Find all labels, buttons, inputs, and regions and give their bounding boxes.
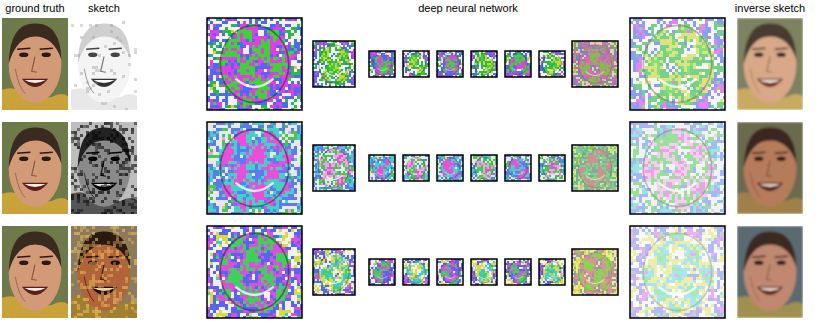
image-tile xyxy=(71,226,137,318)
image-tile xyxy=(505,259,531,285)
tile-border xyxy=(313,41,355,87)
image-tile xyxy=(313,145,355,191)
image-tile xyxy=(572,145,618,191)
tile-border xyxy=(313,145,355,191)
image-tile xyxy=(630,226,725,318)
tile-border xyxy=(207,122,302,214)
image-tile xyxy=(403,259,429,285)
image-tile xyxy=(437,51,463,77)
tile-border xyxy=(505,259,531,285)
image-tile xyxy=(403,51,429,77)
tile-border xyxy=(630,122,725,214)
column-header: sketch xyxy=(88,2,120,14)
image-tile xyxy=(2,18,68,110)
image-tile xyxy=(369,259,395,285)
tile-border xyxy=(572,145,618,191)
image-tile xyxy=(369,155,395,181)
tile-border xyxy=(505,51,531,77)
image-tile xyxy=(207,226,302,318)
image-tile xyxy=(369,51,395,77)
image-tile xyxy=(539,259,565,285)
image-tile xyxy=(403,155,429,181)
image-tile xyxy=(437,155,463,181)
image-tile xyxy=(437,259,463,285)
image-tile xyxy=(313,249,355,295)
tile-border xyxy=(313,249,355,295)
image-tile xyxy=(630,122,725,214)
column-header: deep neural network xyxy=(418,2,518,14)
image-tile xyxy=(471,51,497,77)
tile-border xyxy=(437,259,463,285)
tile-border xyxy=(207,18,302,110)
image-tile xyxy=(572,249,618,295)
tile-border xyxy=(471,155,497,181)
image-tile xyxy=(737,18,803,110)
tile-border xyxy=(369,155,395,181)
tile-border xyxy=(471,51,497,77)
image-tile xyxy=(71,18,137,110)
tile-border xyxy=(437,51,463,77)
tile-border xyxy=(539,155,565,181)
tile-border xyxy=(403,259,429,285)
image-tile xyxy=(207,122,302,214)
image-tile xyxy=(737,226,803,318)
tile-border xyxy=(630,226,725,318)
image-tile xyxy=(572,41,618,87)
tile-border xyxy=(369,51,395,77)
image-tile xyxy=(505,155,531,181)
image-tile xyxy=(471,155,497,181)
image-tile xyxy=(737,122,803,214)
image-tile xyxy=(2,226,68,318)
tile-border xyxy=(630,18,725,110)
tile-border xyxy=(437,155,463,181)
image-tile xyxy=(207,18,302,110)
image-tile xyxy=(539,155,565,181)
image-tile xyxy=(71,122,137,214)
image-tile xyxy=(505,51,531,77)
tile-border xyxy=(369,259,395,285)
image-tile xyxy=(630,18,725,110)
image-tile xyxy=(313,41,355,87)
tile-border xyxy=(539,51,565,77)
image-tile xyxy=(539,51,565,77)
column-header: inverse sketch xyxy=(735,2,805,14)
image-tile xyxy=(471,259,497,285)
tile-border xyxy=(471,259,497,285)
tile-border xyxy=(539,259,565,285)
tile-border xyxy=(403,51,429,77)
tile-border xyxy=(403,155,429,181)
tile-border xyxy=(207,226,302,318)
tile-border xyxy=(572,41,618,87)
tile-border xyxy=(572,249,618,295)
column-header: ground truth xyxy=(5,2,64,14)
tile-border xyxy=(505,155,531,181)
image-tile xyxy=(2,122,68,214)
